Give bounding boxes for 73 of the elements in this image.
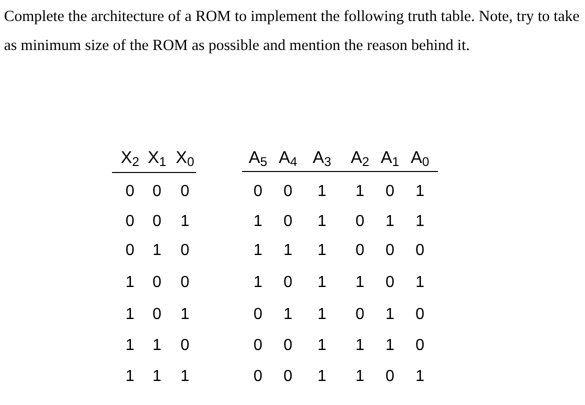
table-value: 1 [316,368,328,386]
table-value: 0 [152,213,162,231]
table-value: 1 [252,274,264,292]
table-value: 0 [124,183,136,201]
table-value: 0 [152,306,162,324]
table-value: 0 [252,183,264,201]
table-value: 0 [414,306,426,324]
table-value: 0 [414,337,426,355]
table-value: 0 [282,274,294,292]
column-header: A$_{0}$ [410,148,430,168]
table-value: 1 [316,213,328,231]
table-value: 0 [414,242,426,260]
table-value: 0 [152,274,162,292]
table-value: 1 [354,183,366,201]
table-value: 0 [282,337,294,355]
table-value: 1 [180,213,190,231]
table-value: 0 [384,183,396,201]
table-value: 0 [384,274,396,292]
question-text: Complete the architecture of a ROM to implement the following truth table. Note, try to take as minimum size of the ROM as possible and mention the reason behind it. [4,7,580,56]
column-header: X$_{2}$ [120,148,140,168]
table-value: 0 [180,183,190,201]
table-value: 1 [152,368,162,386]
table-value: 1 [282,306,294,324]
table-value: 1 [316,183,328,201]
table-value: 1 [316,242,328,260]
table-value: 0 [180,337,190,355]
table-value: 0 [252,337,264,355]
table-value: 0 [384,242,396,260]
table-value: 1 [180,368,190,386]
table-value: 0 [354,242,366,260]
column-header: A$_{2}$ [350,148,370,168]
table-value: 0 [180,242,190,260]
column-header: A$_{4}$ [278,148,298,168]
table-value: 0 [180,274,190,292]
table-value: 1 [316,337,328,355]
table-value: 1 [414,213,426,231]
table-value: 1 [354,368,366,386]
table-value: 0 [124,213,136,231]
table-value: 1 [124,306,136,324]
table-value: 1 [180,306,190,324]
column-header: X$_{1}$ [146,148,168,168]
column-header: A$_{5}$ [248,148,268,168]
table-value: 1 [124,274,136,292]
table-value: 0 [252,306,264,324]
table-value: 1 [384,337,396,355]
table-value: 0 [384,368,396,386]
table-value: 1 [384,213,396,231]
table-value: 1 [414,183,426,201]
table-value: 0 [282,213,294,231]
table-value: 0 [282,368,294,386]
table-value: 0 [124,242,136,260]
table-value: 1 [354,274,366,292]
table-value: 1 [316,306,328,324]
table-value: 1 [282,242,294,260]
table-value: 1 [252,213,264,231]
table-value: 1 [414,368,426,386]
table-value: 1 [124,337,136,355]
table-value: 1 [316,274,328,292]
column-header: A$_{3}$ [312,148,332,168]
column-header: A$_{1}$ [380,148,400,168]
table-value: 1 [124,368,136,386]
table-value: 0 [152,183,162,201]
table-value: 1 [152,242,162,260]
table-value: 0 [354,306,366,324]
table-value: 1 [354,337,366,355]
table-value: 1 [152,337,162,355]
table-value: 1 [414,274,426,292]
table-value: 0 [282,183,294,201]
table-value: 0 [354,213,366,231]
table-value: 1 [384,306,396,324]
table-value: 1 [252,242,264,260]
table-value: 0 [252,368,264,386]
column-header: X$_{0}$ [174,148,196,168]
